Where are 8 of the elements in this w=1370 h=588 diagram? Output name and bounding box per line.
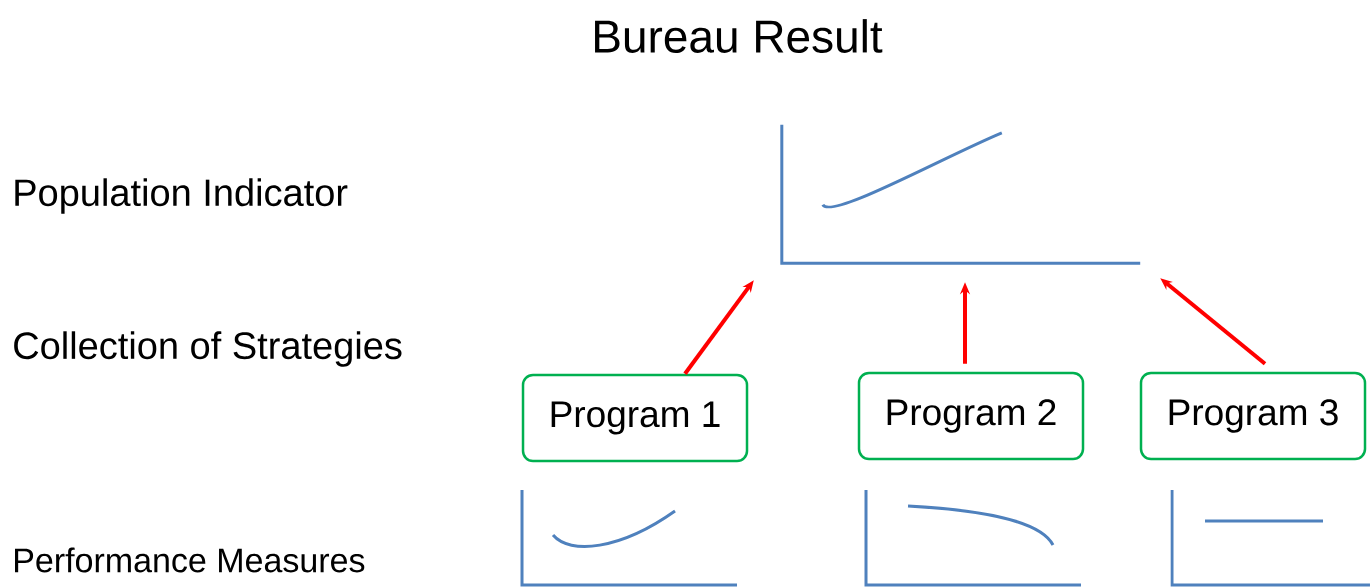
program-box: Program 2 — [857, 371, 1085, 461]
row-label: Collection of Strategies — [14, 331, 402, 367]
title: Bureau Result — [595, 19, 883, 53]
line-chart — [780, 124, 1141, 265]
program-box: Program 3 — [1139, 371, 1367, 461]
row-label: Population Indicator — [15, 178, 348, 214]
program-box: Program 1 — [521, 373, 749, 463]
row-label: Performance Measures — [15, 547, 365, 573]
